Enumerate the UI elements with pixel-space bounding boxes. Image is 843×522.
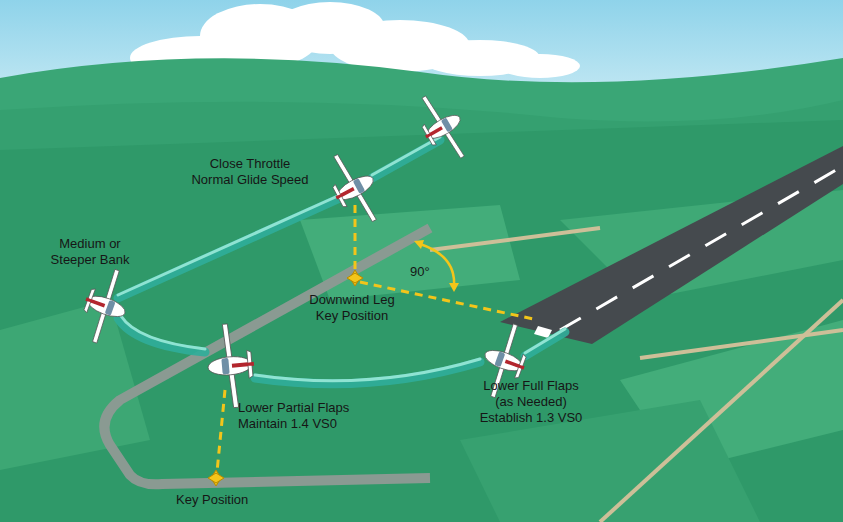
- ground-track: [104, 228, 430, 484]
- angle-arc-part: [449, 283, 459, 292]
- key-markers-part: [208, 473, 224, 483]
- step-label: Lower Full Flaps (as Needed) Establish 1…: [476, 378, 586, 426]
- airplanes-part: [408, 87, 478, 168]
- flight-path-part-part: [372, 137, 440, 175]
- flight-path-part: [118, 140, 565, 384]
- roads-part: [430, 228, 600, 250]
- roads-part: [640, 330, 843, 358]
- step-label: Medium or Steeper Bank: [46, 236, 134, 268]
- airplanes-part: [204, 322, 257, 410]
- position-label: Key Position: [176, 492, 248, 508]
- flight-path: [118, 137, 565, 384]
- step-label: Lower Partial Flaps Maintain 1.4 VS0: [238, 400, 360, 432]
- flight-path-part-part: [255, 359, 480, 381]
- airplanes-part: [73, 263, 138, 348]
- flight-path-part-part: [525, 332, 565, 356]
- dashed-guides-part: [217, 390, 225, 472]
- airplanes: [73, 87, 537, 410]
- flight-path-part-part: [372, 140, 440, 178]
- angle-label: 90°: [410, 264, 430, 280]
- fields-part: [0, 120, 843, 522]
- hills: [0, 58, 843, 522]
- roads-part: [600, 300, 843, 522]
- step-label: Close Throttle Normal Glide Speed: [188, 156, 312, 188]
- flight-path-part-part: [525, 329, 565, 353]
- dashed-guides: [217, 205, 538, 472]
- flight-path-part-part: [121, 316, 205, 349]
- key-markers-part: [347, 273, 363, 283]
- flight-path-part-part: [118, 198, 340, 298]
- hills-part: [0, 58, 843, 522]
- fields: [0, 120, 843, 522]
- ground-track-part: [104, 228, 430, 484]
- airplanes-part: [319, 145, 391, 231]
- position-label: Downwind Leg Key Position: [305, 292, 399, 324]
- runway: [500, 146, 843, 344]
- runway-part: [560, 166, 843, 330]
- flight-path-part-part: [118, 195, 340, 295]
- dashed-guides-part: [354, 205, 357, 276]
- clouds-part: [500, 54, 580, 78]
- angle-arc-part: [414, 240, 424, 249]
- hills-part: [0, 100, 843, 522]
- runway-part: [500, 146, 843, 344]
- flight-path-part: [118, 137, 565, 381]
